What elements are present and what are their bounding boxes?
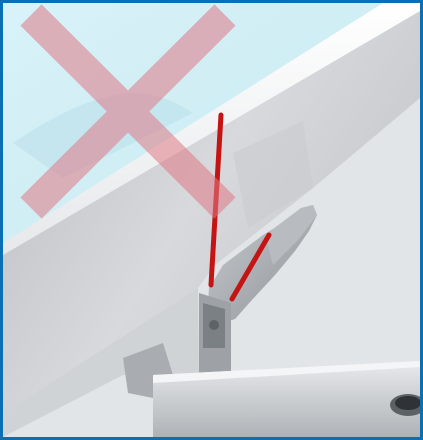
- installation-illustration: [3, 3, 420, 437]
- bolt-icon: [209, 320, 219, 330]
- rail-hole-inner: [395, 396, 420, 410]
